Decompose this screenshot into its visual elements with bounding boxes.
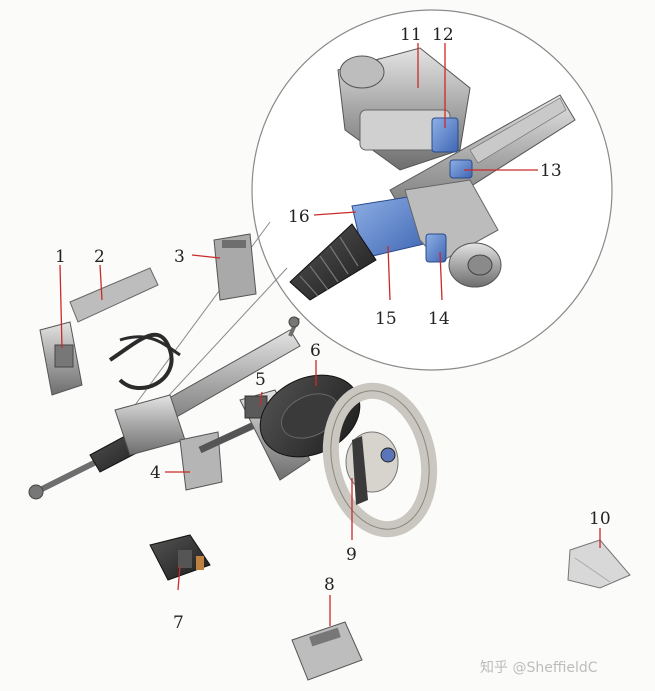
part-2-shield	[69, 267, 159, 323]
callout-7: 7	[173, 613, 184, 633]
callout-10: 10	[589, 509, 611, 529]
callout-14: 14	[428, 309, 450, 329]
steering-rack-assembly	[28, 316, 301, 500]
callout-13: 13	[540, 161, 562, 181]
callout-11: 11	[400, 25, 422, 45]
callout-9: 9	[346, 545, 357, 565]
callout-2: 2	[94, 247, 105, 267]
callout-12: 12	[432, 25, 454, 45]
callout-3: 3	[174, 247, 185, 267]
callout-5: 5	[255, 370, 266, 390]
callout-1: 1	[55, 247, 66, 267]
callout-16: 16	[288, 207, 310, 227]
part-8-control-unit	[291, 621, 363, 681]
callout-4: 4	[150, 463, 161, 483]
callout-6: 6	[310, 341, 321, 361]
detail-steering-gear	[289, 47, 576, 301]
part-3-module	[213, 233, 257, 301]
part-4-shaft-bracket	[179, 416, 267, 491]
part-10-box	[567, 539, 631, 589]
callout-labels: 1 2 3 4 5 6 7 8 9 10 11 12 13 14 15 16	[55, 25, 611, 633]
leader-lines	[59, 43, 601, 626]
part-9-steering-wheel	[322, 382, 438, 538]
callout-8: 8	[324, 575, 335, 595]
part-7-sensor	[149, 534, 211, 581]
watermark-text: 知乎 @SheffieldC	[480, 659, 598, 676]
callout-15: 15	[375, 309, 397, 329]
part-1-bracket	[39, 321, 83, 396]
